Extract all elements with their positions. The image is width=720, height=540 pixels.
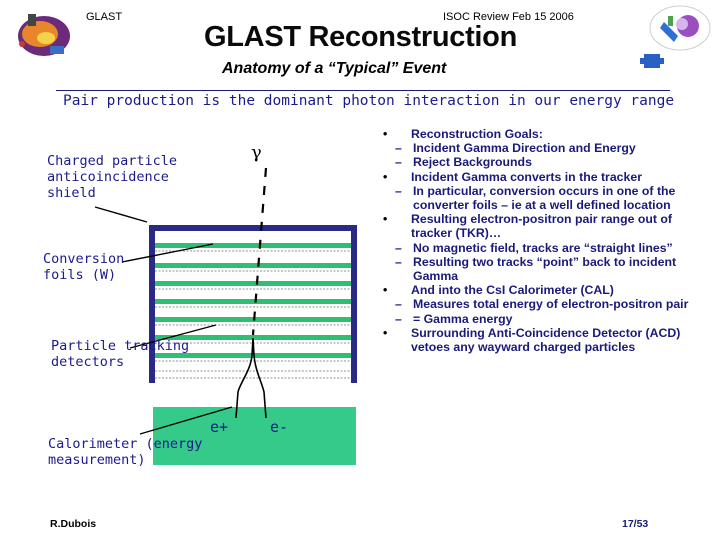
gamma-label: γ bbox=[251, 142, 262, 163]
sub-bullet-text: Resulting two tracks “point” back to inc… bbox=[413, 254, 677, 284]
bullet-dot: • bbox=[383, 169, 388, 184]
electron-track bbox=[252, 337, 267, 419]
bullet-text: Reconstruction Goals: bbox=[411, 127, 543, 141]
calorimeter-block bbox=[153, 407, 356, 465]
bullet-dot: • bbox=[383, 127, 388, 141]
bullet-text: Incident Gamma converts in the tracker bbox=[411, 169, 642, 184]
page-subtitle: Anatomy of a “Typical” Event bbox=[222, 60, 447, 77]
shield-label: Charged particle anticoincidence shield bbox=[47, 153, 178, 201]
bullet-text: And into the CsI Calorimeter (CAL) bbox=[411, 283, 614, 298]
bullet-item: • Resulting electron-positron pair range … bbox=[383, 212, 703, 240]
sub-bullet-item: –No magnetic field, tracks are “straight… bbox=[383, 241, 703, 255]
sub-bullet-text: Incident Gamma Direction and Energy bbox=[413, 141, 636, 156]
sub-bullet-text: Measures total energy of electron-positr… bbox=[413, 297, 689, 312]
sub-bullet-text: = Gamma energy bbox=[413, 311, 513, 326]
calorimeter-pointer bbox=[139, 406, 233, 435]
positron-label: e+ bbox=[210, 418, 229, 436]
footer-author: R.Dubois bbox=[50, 518, 97, 530]
bullet-item: • Surrounding Anti-Coincidence Detector (… bbox=[383, 326, 703, 354]
bullet-list: •Reconstruction Goals: –Incident Gamma D… bbox=[383, 127, 703, 354]
bullet-text: Resulting electron-positron pair range o… bbox=[411, 212, 672, 241]
header-divider bbox=[56, 90, 670, 91]
foils-pointer bbox=[121, 243, 214, 263]
sub-bullet-item: –In particular, conversion occurs in one… bbox=[383, 184, 703, 212]
page-number: 17/53 bbox=[622, 518, 649, 530]
sub-bullet-item: –Reject Backgrounds bbox=[383, 155, 703, 169]
sub-bullet-text: No magnetic field, tracks are “straight … bbox=[413, 240, 673, 255]
positron-track bbox=[235, 337, 254, 419]
dash-glyph: – bbox=[395, 240, 402, 255]
dash-glyph: – bbox=[395, 141, 402, 156]
bullet-dot: • bbox=[383, 212, 388, 227]
header-left-label: GLAST bbox=[86, 11, 123, 23]
sub-bullet-item: –Measures total energy of electron-posit… bbox=[383, 297, 703, 311]
dash-glyph: – bbox=[395, 155, 402, 170]
sub-bullet-item: –Incident Gamma Direction and Energy bbox=[383, 141, 703, 155]
dash-glyph: – bbox=[395, 254, 402, 269]
bullet-item: • And into the CsI Calorimeter (CAL) bbox=[383, 283, 703, 297]
header-right-label: ISOC Review Feb 15 2006 bbox=[443, 11, 574, 23]
bullet-item: • Reconstruction Goals: bbox=[383, 127, 703, 141]
sub-bullet-item: –= Gamma energy bbox=[383, 312, 703, 326]
tracking-label: Particle tracking detectors bbox=[51, 338, 190, 370]
sub-bullet-text: Reject Backgrounds bbox=[413, 155, 532, 170]
gamma-track bbox=[251, 167, 268, 336]
calorimeter-label: Calorimeter (energy measurement) bbox=[48, 436, 203, 468]
sub-bullet-item: –Resulting two tracks “point” back to in… bbox=[383, 255, 703, 283]
shield-pointer bbox=[94, 206, 148, 223]
page-title: GLAST Reconstruction bbox=[204, 21, 518, 53]
bullet-dot: • bbox=[383, 283, 388, 298]
tracking-pointer bbox=[129, 324, 217, 349]
intro-text: Pair production is the dominant photon i… bbox=[63, 93, 675, 109]
glast-logo-left bbox=[18, 14, 70, 56]
glast-logo-right bbox=[640, 5, 711, 68]
dash-glyph: – bbox=[395, 183, 402, 198]
bullet-text: Surrounding Anti-Coincidence Detector (A… bbox=[411, 325, 681, 355]
foils-label: Conversion foils (W) bbox=[43, 251, 125, 283]
bullet-dot: • bbox=[383, 325, 388, 340]
dash-glyph: – bbox=[395, 297, 402, 312]
sub-bullet-text: In particular, conversion occurs in one … bbox=[413, 183, 676, 213]
pair-production-diagram bbox=[94, 167, 357, 465]
electron-label: e- bbox=[270, 418, 289, 436]
dash-glyph: – bbox=[395, 311, 402, 326]
bullet-item: • Incident Gamma converts in the tracker bbox=[383, 170, 703, 184]
